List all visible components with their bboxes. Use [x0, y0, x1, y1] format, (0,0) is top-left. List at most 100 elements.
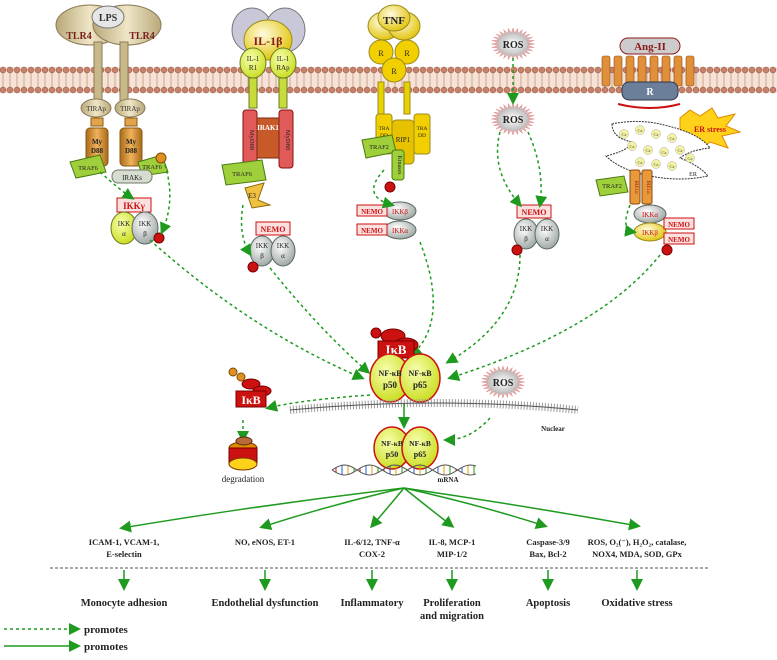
svg-text:Ca: Ca [638, 160, 643, 165]
outcome-label: Proliferation [423, 598, 481, 609]
ros-burst-icon [491, 102, 535, 136]
nfkb-p50-label: NF-κB [378, 369, 402, 378]
irak1-label: IRAK1 [257, 124, 279, 132]
nemo-ros: NEMO [522, 208, 547, 217]
traf2-angii: TRAF2 [602, 183, 622, 190]
outcome-label: Apoptosis [526, 598, 570, 609]
ikkb-tnf: IKKβ [392, 208, 408, 216]
target-gene-label: E-selectin [106, 549, 142, 559]
er-stress-label: ER stress [694, 125, 726, 134]
proteasome-icon [228, 436, 258, 471]
svg-text:p65: p65 [413, 380, 428, 390]
svg-text:NF-κB: NF-κB [409, 439, 431, 448]
target-gene-label: ROS, O₂(⁻), H₂O₂, catalase, [588, 537, 687, 547]
kinases-label: Kinases [396, 156, 402, 176]
svg-text:Ca: Ca [654, 162, 659, 167]
svg-text:α: α [281, 252, 285, 260]
ros-burst-icon [491, 27, 535, 61]
svg-text:R: R [391, 67, 397, 76]
svg-text:Ca: Ca [670, 164, 675, 169]
nfkb-ikb-complex: IκB NF-κB p50 NF-κB p65 [369, 327, 441, 403]
traf2-tnf: TRAF2 [369, 144, 389, 151]
svg-text:α: α [545, 235, 549, 243]
svg-text:p65: p65 [414, 450, 426, 459]
traf6-left: TRAF6 [78, 165, 99, 172]
svg-text:β: β [260, 252, 264, 260]
ros-burst-icon [481, 365, 525, 399]
ikb-degraded-label: IκB [241, 393, 260, 407]
degradation-label: degradation [222, 474, 265, 484]
tnf-label: TNF [383, 15, 405, 27]
il1b-label: IL-1β [254, 34, 283, 48]
nuclear-label: Nuclear [541, 425, 565, 433]
svg-text:Ca: Ca [662, 150, 667, 155]
ikb-label: IκB [386, 342, 407, 357]
tlr4-left-label: TLR4 [66, 31, 92, 42]
outcome-label: and migration [420, 611, 484, 622]
tirap-right: TIRAp [120, 105, 140, 113]
tirap-left: TIRAp [86, 105, 106, 113]
ikka-angii: IKKα [642, 211, 658, 219]
svg-text:R: R [378, 49, 384, 58]
svg-text:R: R [404, 49, 410, 58]
ikky-label: IKKγ [123, 201, 146, 211]
svg-text:IKK: IKK [256, 242, 268, 250]
ikka-tnf: IKKα [392, 227, 408, 235]
outcome-label: Oxidative stress [601, 598, 672, 609]
svg-text:α: α [122, 230, 126, 238]
legend-solid-label: promotes [84, 641, 129, 653]
nfkb-p65-label: NF-κB [408, 369, 432, 378]
ros-pathway: ROS ROS NEMO IKK β IKK α [491, 27, 560, 256]
svg-text:NEMO: NEMO [668, 236, 690, 244]
nfkb-nuclear: NF-κB p50 NF-κB p65 [373, 426, 439, 470]
lps-ligand [91, 5, 125, 29]
svg-text:Ca: Ca [638, 128, 643, 133]
nuclear-membrane: Nuclear [289, 399, 579, 433]
er-label: ER [689, 172, 697, 178]
traf6-right: TRAF6 [142, 164, 163, 171]
target-gene-label: IL-6/12, TNF-α [344, 537, 400, 547]
target-gene-label: Caspase-3/9 [526, 537, 569, 547]
legend: promotes promotes [4, 623, 129, 653]
ros-top-label: ROS [503, 40, 524, 51]
svg-text:IKK: IKK [541, 225, 553, 233]
angii-receptor: R [646, 87, 654, 98]
promotes-solid-arrows [119, 487, 641, 533]
svg-text:NF-κB: NF-κB [381, 439, 403, 448]
dna-helix [331, 464, 477, 476]
svg-text:β: β [143, 230, 147, 238]
ros-mid-label: ROS [503, 115, 524, 126]
svg-text:p50: p50 [386, 450, 398, 459]
target-gene-label: NO, eNOS, ET-1 [235, 537, 295, 547]
outcome-label: Monocyte adhesion [81, 598, 168, 609]
ikk-beta-left: IKK [139, 220, 151, 228]
iraks-label: IRAKs [122, 174, 142, 182]
ire1-right: IRE1α [645, 180, 650, 194]
myd88-vertical-right: MyD88 [284, 130, 291, 150]
tlr4-right-label: TLR4 [129, 31, 155, 42]
svg-text:NEMO: NEMO [361, 227, 383, 235]
svg-text:NEMO: NEMO [668, 221, 690, 229]
target-gene-label: COX-2 [359, 549, 385, 559]
svg-text:Ca: Ca [630, 144, 635, 149]
e3-label: E3 [248, 192, 256, 200]
target-column: ROS, O₂(⁻), H₂O₂, catalase,NOX4, MDA, SO… [588, 537, 687, 609]
target-gene-label: ICAM-1, VCAM-1, [89, 537, 159, 547]
ikb-degradation: IκB degradation [222, 367, 272, 484]
lps-label: LPS [99, 13, 118, 24]
svg-text:p50: p50 [383, 380, 398, 390]
outcome-label: Endothelial dysfunction [211, 598, 318, 609]
svg-text:IKK: IKK [520, 225, 532, 233]
nemo-il1: NEMO [261, 225, 286, 234]
